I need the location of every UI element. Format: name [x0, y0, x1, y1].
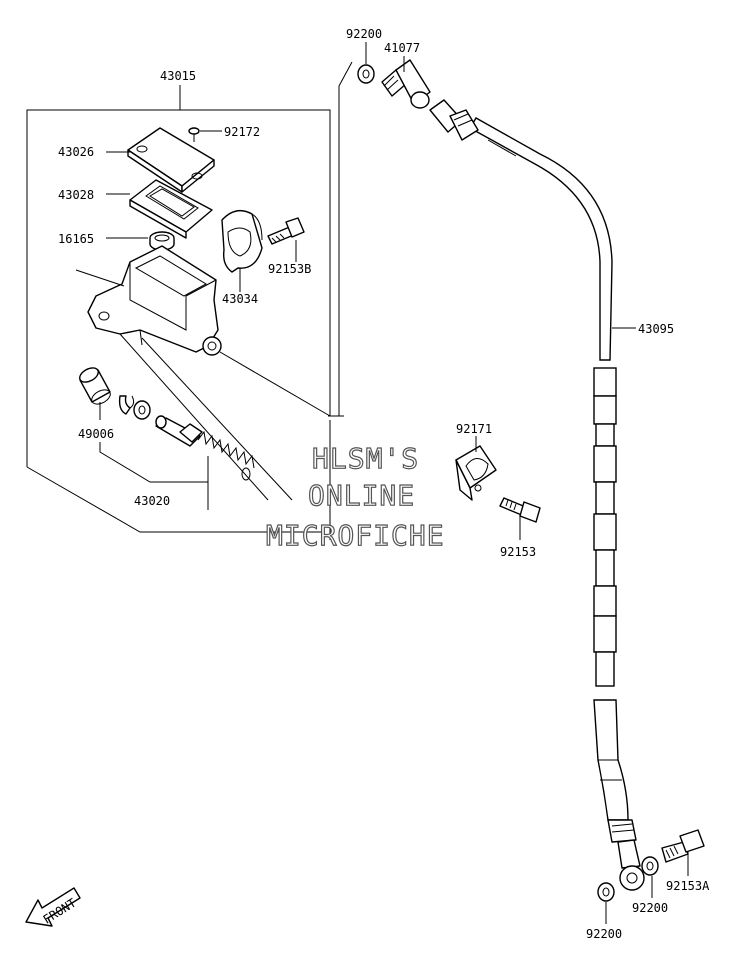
boot-49006	[79, 367, 111, 405]
label-92171: 92171	[456, 422, 492, 436]
washer-piston	[133, 400, 151, 420]
label-43026: 43026	[58, 145, 94, 159]
label-leaders	[106, 42, 689, 924]
diaphragm-plate	[129, 179, 213, 239]
handlebar-clamp	[221, 209, 263, 273]
circlip	[118, 395, 135, 415]
piston-spring	[197, 430, 255, 481]
cap-screw	[188, 127, 222, 142]
label-92200-top: 92200	[346, 27, 382, 41]
label-49006: 49006	[78, 427, 114, 441]
label-43020: 43020	[134, 494, 170, 508]
piston	[155, 415, 203, 447]
clamp-bolt	[267, 217, 305, 245]
washer-lower-left	[597, 882, 615, 902]
watermark-line-3: MICROFICHE	[266, 519, 445, 552]
label-43095: 43095	[638, 322, 674, 336]
label-16165: 16165	[58, 232, 94, 246]
label-92200-mid: 92200	[632, 901, 668, 915]
hose-end-fitting	[429, 99, 479, 141]
label-43028: 43028	[58, 188, 94, 202]
front-arrow-icon: FRONT	[25, 887, 81, 927]
label-92200-bot: 92200	[586, 927, 622, 941]
watermark-line-2: ONLINE	[308, 479, 415, 512]
label-92172: 92172	[224, 125, 260, 139]
assembly-bracket-43015	[26, 61, 353, 540]
watermark-line-1: HLSM'S	[312, 442, 419, 475]
label-92153: 92153	[500, 545, 536, 559]
label-41077: 41077	[384, 41, 420, 55]
label-43015: 43015	[160, 69, 196, 83]
hose-clamp	[455, 445, 497, 501]
reservoir-cap	[127, 127, 215, 193]
banjo-fitting-top	[357, 59, 431, 109]
label-92153B: 92153B	[268, 262, 311, 276]
label-92153A: 92153A	[666, 879, 710, 893]
bracket-43020	[99, 402, 209, 510]
leader-lines	[75, 269, 331, 501]
washer-lower-right	[641, 856, 659, 876]
clamp-bolt-92153	[499, 497, 541, 523]
master-cylinder-body	[87, 245, 222, 356]
label-43034: 43034	[222, 292, 258, 306]
brake-hose	[469, 117, 645, 891]
banjo-bolt	[661, 829, 705, 863]
